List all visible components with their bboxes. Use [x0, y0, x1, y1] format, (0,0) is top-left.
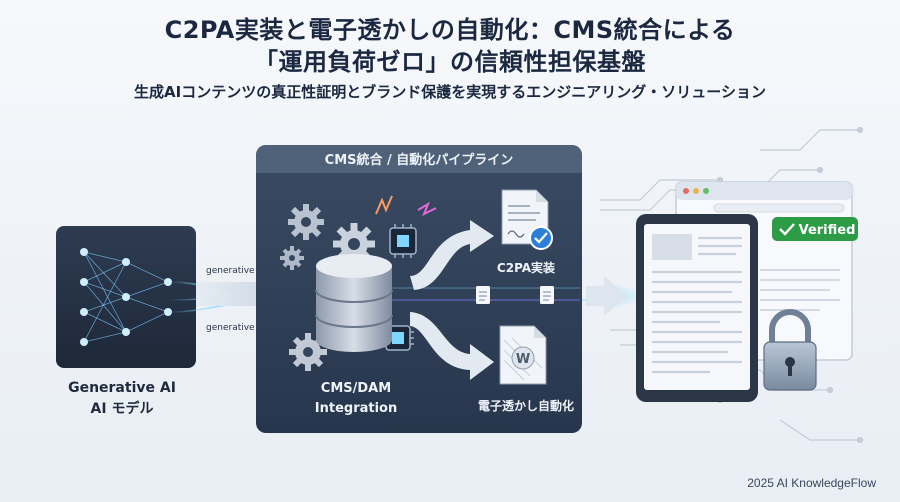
- gear-icon: [333, 223, 375, 265]
- title-line-1: C2PA実装と電子透かしの自動化：CMS統合による: [164, 16, 736, 44]
- arrow-label-bottom: generative: [206, 323, 255, 333]
- title-line-2: 「運用負荷ゼロ」の信頼性担保基盤: [254, 48, 646, 76]
- arrow-to-c2pa: [410, 220, 494, 290]
- small-document-icon: [540, 286, 554, 304]
- output-arrow: [586, 276, 628, 316]
- c2pa-label: C2PA実装: [497, 260, 555, 275]
- padlock-icon: [763, 309, 817, 391]
- watermark-document-icon: W: [499, 325, 547, 385]
- subtitle: 生成AIコンテンツの真正性証明とブランド保護を実現するエンジニアリング・ソリュー…: [134, 83, 766, 101]
- verified-badge: Verified: [772, 217, 858, 241]
- verified-label: Verified: [799, 223, 856, 238]
- cms-label-line-1: CMS/DAM: [321, 381, 391, 396]
- chip-icon: [382, 325, 414, 351]
- neural-network-icon: [80, 248, 172, 346]
- small-document-icon: [476, 286, 490, 304]
- watermark-letter: W: [516, 352, 530, 367]
- header: C2PA実装と電子透かしの自動化：CMS統合による 「運用負荷ゼロ」の信頼性担保…: [0, 0, 900, 102]
- gear-icon: [280, 246, 304, 270]
- gear-icon: [288, 204, 324, 240]
- tablet-icon: [636, 214, 758, 402]
- arrow-to-watermark: [410, 312, 494, 380]
- cms-label-line-2: Integration: [315, 401, 397, 416]
- checkmark-icon: [779, 223, 795, 236]
- ai-label-line-2: AI モデル: [91, 400, 154, 417]
- pipeline-panel: CMS統合 / 自動化パイプライン: [256, 145, 582, 433]
- ai-model-panel: Generative AI AI モデル: [56, 226, 196, 417]
- gear-icon: [289, 333, 327, 371]
- database-icon: [315, 254, 393, 352]
- document-check-icon: [501, 189, 553, 250]
- pipeline-title: CMS統合 / 自動化パイプライン: [325, 152, 514, 168]
- ai-label-line-1: Generative AI: [68, 380, 176, 396]
- watermark-label: 電子透かし自動化: [478, 398, 574, 413]
- spark-icon: [375, 195, 437, 217]
- footer-credit: 2025 AI KnowledgeFlow: [747, 476, 876, 490]
- arrow-label-top: generative: [206, 266, 255, 276]
- chip-icon: [389, 224, 417, 258]
